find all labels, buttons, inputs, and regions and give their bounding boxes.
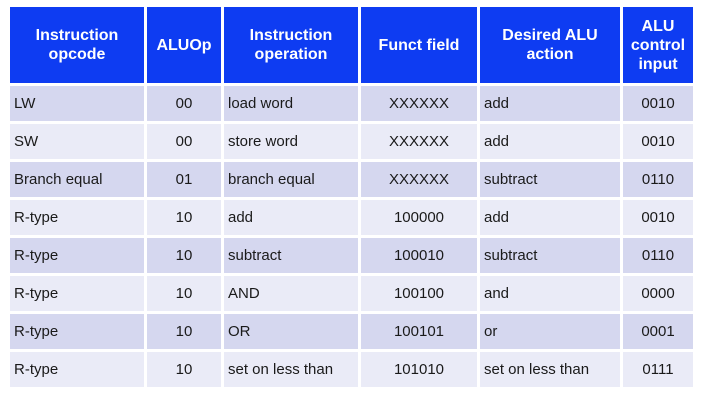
table-cell: store word: [224, 124, 358, 159]
table-cell: add: [480, 124, 620, 159]
table-cell: 100100: [361, 276, 477, 311]
table-cell: 100101: [361, 314, 477, 349]
table-cell: XXXXXX: [361, 162, 477, 197]
table-cell: R-type: [10, 314, 144, 349]
column-header: Desired ALU action: [480, 7, 620, 83]
table-cell: set on less than: [480, 352, 620, 387]
table-cell: set on less than: [224, 352, 358, 387]
table-cell: 101010: [361, 352, 477, 387]
table-cell: 0000: [623, 276, 693, 311]
table-cell: 0110: [623, 162, 693, 197]
table-cell: LW: [10, 86, 144, 121]
table-cell: 00: [147, 86, 221, 121]
table-cell: XXXXXX: [361, 124, 477, 159]
table-cell: load word: [224, 86, 358, 121]
table-cell: subtract: [480, 238, 620, 273]
table-cell: add: [224, 200, 358, 235]
table-cell: add: [480, 86, 620, 121]
table-cell: 0111: [623, 352, 693, 387]
table-cell: OR: [224, 314, 358, 349]
table-cell: 0010: [623, 124, 693, 159]
table-cell: 100000: [361, 200, 477, 235]
table-cell: R-type: [10, 200, 144, 235]
column-header: Instruction opcode: [10, 7, 144, 83]
table-cell: R-type: [10, 238, 144, 273]
table-cell: branch equal: [224, 162, 358, 197]
table-cell: 10: [147, 352, 221, 387]
column-header: Instruction operation: [224, 7, 358, 83]
table-cell: subtract: [480, 162, 620, 197]
table-cell: Branch equal: [10, 162, 144, 197]
table-cell: R-type: [10, 352, 144, 387]
table-cell: subtract: [224, 238, 358, 273]
table-cell: and: [480, 276, 620, 311]
table-cell: AND: [224, 276, 358, 311]
table-cell: XXXXXX: [361, 86, 477, 121]
table-cell: 100010: [361, 238, 477, 273]
table-cell: 00: [147, 124, 221, 159]
column-header: Funct field: [361, 7, 477, 83]
table-cell: 10: [147, 276, 221, 311]
table-cell: 0010: [623, 86, 693, 121]
table-cell: 10: [147, 238, 221, 273]
table-cell: R-type: [10, 276, 144, 311]
table-cell: SW: [10, 124, 144, 159]
table-cell: 10: [147, 314, 221, 349]
column-header: ALUOp: [147, 7, 221, 83]
column-header: ALU control input: [623, 7, 693, 83]
table-cell: 0010: [623, 200, 693, 235]
table-cell: 01: [147, 162, 221, 197]
table-cell: or: [480, 314, 620, 349]
table-cell: 0110: [623, 238, 693, 273]
table-cell: add: [480, 200, 620, 235]
table-cell: 0001: [623, 314, 693, 349]
table-cell: 10: [147, 200, 221, 235]
